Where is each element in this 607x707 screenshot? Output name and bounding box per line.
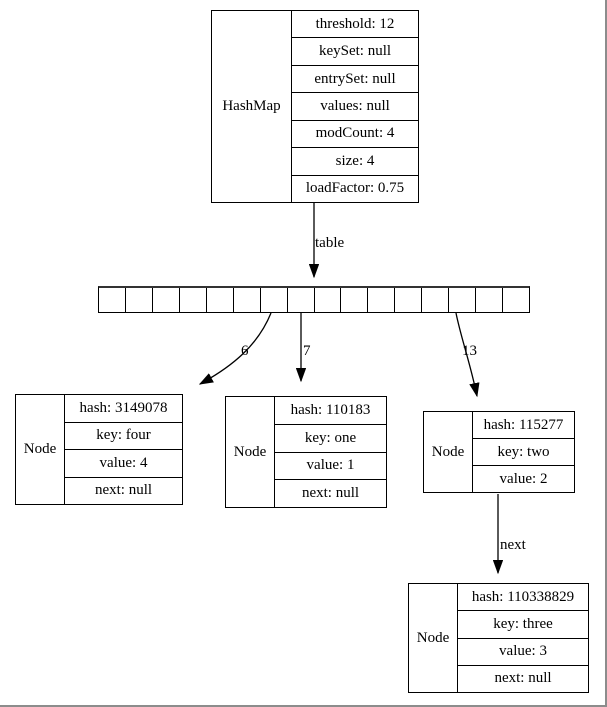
array-cell [259, 288, 287, 312]
node-record-three: Node hash: 110338829 key: three value: 3… [408, 583, 589, 693]
node-two-title: Node [424, 412, 473, 492]
node-two-fields: hash: 115277 key: two value: 2 [473, 412, 574, 492]
node-four-fields: hash: 3149078 key: four value: 4 next: n… [65, 395, 182, 504]
node-one-key: key: one [275, 423, 386, 452]
node-one-hash: hash: 110183 [290, 401, 371, 418]
hashmap-field-loadfactor: loadFactor: 0.75 [292, 174, 418, 202]
edge-label-bucket-7: 7 [303, 343, 311, 359]
node-four-hash: hash: 3149078 [79, 399, 168, 416]
array-cell [475, 288, 502, 312]
node-three-value: value: 3 [458, 637, 588, 665]
hashmap-field-values: values: null [292, 92, 418, 119]
hashmap-field-keyset: keySet: null [292, 37, 418, 64]
array-cell [232, 288, 260, 312]
hashmap-record: HashMap threshold: 12 keySet: null entry… [211, 10, 419, 203]
edge-label-bucket-13: 13 [462, 343, 477, 359]
hashmap-title: HashMap [212, 11, 292, 202]
array-cell [151, 288, 179, 312]
node-four-value: value: 4 [65, 449, 182, 477]
array-cell [502, 288, 529, 312]
edge-label-next: next [500, 537, 526, 553]
node-four-key: key: four [65, 421, 182, 450]
node-one-next: next: null [275, 479, 386, 507]
edge-label-bucket-6: 6 [241, 343, 249, 359]
node-two-key: key: two [473, 438, 574, 465]
node-three-fields: hash: 110338829 key: three value: 3 next… [458, 584, 588, 692]
array-cell [313, 288, 341, 312]
node-four-title: Node [16, 395, 65, 504]
node-three-title: Node [409, 584, 458, 692]
hashmap-field-size: size: 4 [292, 147, 418, 174]
hashmap-field-entryset: entrySet: null [292, 64, 418, 92]
array-cell [286, 288, 314, 312]
array-cell [124, 288, 152, 312]
edge-bucket-6-arrow [198, 312, 272, 385]
node-record-two: Node hash: 115277 key: two value: 2 [423, 411, 575, 493]
node-record-four: Node hash: 3149078 key: four value: 4 ne… [15, 394, 183, 505]
node-one-value: value: 1 [275, 451, 386, 480]
hashmap-field-threshold: threshold: 12 [315, 15, 395, 32]
node-two-value: value: 2 [473, 465, 574, 492]
node-record-one: Node hash: 110183 key: one value: 1 next… [225, 396, 387, 508]
hashmap-field-modcount: modCount: 4 [292, 119, 418, 147]
node-two-hash: hash: 115277 [483, 416, 564, 433]
bucket-array [98, 286, 530, 313]
node-four-next: next: null [65, 476, 182, 505]
node-three-next: next: null [458, 664, 588, 692]
array-cell [340, 288, 367, 312]
array-cell [178, 288, 206, 312]
array-cell [421, 288, 448, 312]
edge-label-table: table [315, 235, 345, 251]
node-one-fields: hash: 110183 key: one value: 1 next: nul… [275, 397, 386, 507]
node-three-key: key: three [458, 610, 588, 637]
array-cell [367, 288, 394, 312]
node-three-hash: hash: 110338829 [471, 588, 575, 605]
array-cell [205, 288, 233, 312]
array-cell [448, 288, 475, 312]
array-cell [99, 288, 125, 312]
hashmap-fields: threshold: 12 keySet: null entrySet: nul… [292, 11, 418, 202]
node-one-title: Node [226, 397, 275, 507]
array-cell [394, 288, 421, 312]
